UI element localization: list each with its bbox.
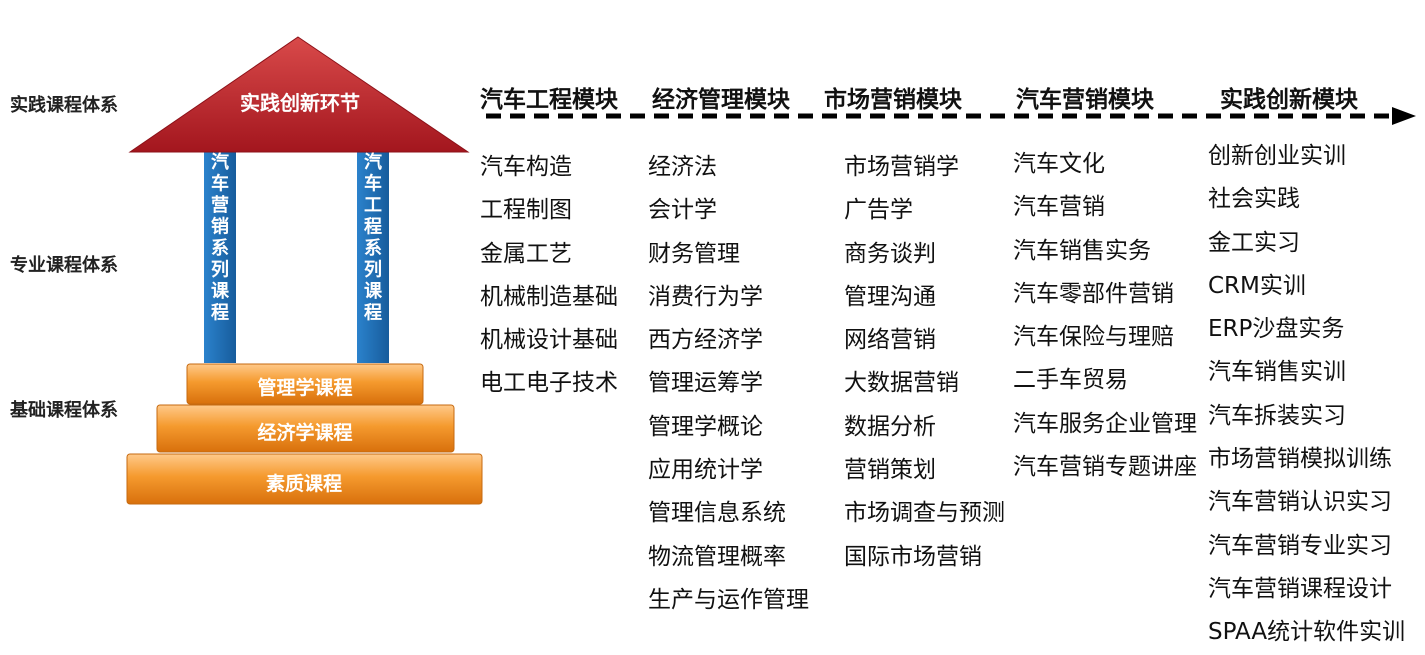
level-label-base: 基础课程体系 <box>10 400 118 421</box>
course-list-marketing: 市场营销学 广告学 商务谈判 管理沟通 网络营销 大数据营销 数据分析 营销策划… <box>844 146 1005 579</box>
course-item: 汽车营销专业实习 <box>1208 532 1392 559</box>
course-item: 营销策划 <box>844 457 936 484</box>
course-item: 汽车零部件营销 <box>1013 280 1174 307</box>
course-item: 工程制图 <box>480 197 572 224</box>
course-list-auto-marketing: 汽车文化 汽车营销 汽车销售实务 汽车零部件营销 汽车保险与理赔 二手车贸易 汽… <box>1013 143 1197 489</box>
course-item: ERP沙盘实务 <box>1208 316 1345 343</box>
course-item: CRM实训 <box>1208 272 1306 299</box>
course-item: 汽车营销认识实习 <box>1208 489 1392 516</box>
course-item: 市场营销模拟训练 <box>1208 446 1392 473</box>
course-item: 物流管理概率 <box>648 543 786 570</box>
course-item: 市场调查与预测 <box>844 500 1005 527</box>
course-item: 国际市场营销 <box>844 543 982 570</box>
course-house-diagram: 汽车营销系列课程 汽车工程系列课程 实践创新环节 管理学课程 经济学课程 素质课… <box>126 36 483 505</box>
course-item: SPAA统计软件实训 <box>1208 619 1406 646</box>
course-item: 市场营销学 <box>844 154 959 180</box>
course-item: 汽车营销专题讲座 <box>1013 454 1197 481</box>
pillar-right <box>357 150 389 363</box>
course-item: 汽车服务企业管理 <box>1013 410 1197 437</box>
roof-label: 实践创新环节 <box>240 91 360 115</box>
step-management <box>186 363 424 405</box>
course-item: 管理信息系统 <box>648 500 786 527</box>
level-label-major: 专业课程体系 <box>10 255 118 276</box>
course-item: 金属工艺 <box>480 240 572 267</box>
course-item: 汽车文化 <box>1013 151 1105 177</box>
module-title-marketing: 市场营销模块 <box>824 87 962 113</box>
course-item: 二手车贸易 <box>1013 367 1128 394</box>
course-item: 机械制造基础 <box>480 283 618 310</box>
course-item: 汽车保险与理赔 <box>1013 324 1174 351</box>
level-label-practice: 实践课程体系 <box>10 95 118 116</box>
pillar-left <box>204 150 236 363</box>
course-item: 机械设计基础 <box>480 327 618 354</box>
course-item: 金工实习 <box>1208 229 1300 256</box>
course-item: 会计学 <box>648 197 717 224</box>
course-item: 汽车营销课程设计 <box>1208 575 1392 602</box>
course-item: 西方经济学 <box>648 327 763 354</box>
step-economics <box>156 404 455 453</box>
module-title-practice-innovation: 实践创新模块 <box>1220 87 1358 113</box>
course-item: 消费行为学 <box>648 283 763 310</box>
course-item: 汽车营销 <box>1013 194 1105 221</box>
step-economics-label: 经济学课程 <box>257 421 352 444</box>
course-item: 数据分析 <box>844 413 936 440</box>
module-title-auto-engineering: 汽车工程模块 <box>480 87 618 113</box>
course-item: 管理学概论 <box>648 413 763 440</box>
step-quality <box>126 453 483 505</box>
course-item: 汽车构造 <box>480 154 572 180</box>
course-item: 应用统计学 <box>648 457 763 484</box>
course-list-econ-management: 经济法 会计学 财务管理 消费行为学 西方经济学 管理运筹学 管理学概论 应用统… <box>648 146 809 622</box>
course-item: 汽车销售实训 <box>1208 359 1346 386</box>
course-item: 创新创业实训 <box>1208 143 1346 169</box>
course-item: 汽车拆装实习 <box>1208 402 1346 429</box>
course-item: 管理沟通 <box>844 283 936 310</box>
module-title-auto-marketing: 汽车营销模块 <box>1016 87 1154 113</box>
course-item: 生产与运作管理 <box>648 586 809 613</box>
course-item: 网络营销 <box>844 327 936 354</box>
pillar-left-label: 汽车营销系列课程 <box>211 151 230 324</box>
course-item: 社会实践 <box>1208 186 1300 213</box>
course-item: 汽车销售实务 <box>1013 237 1151 264</box>
course-item: 经济法 <box>648 154 717 180</box>
course-item: 管理运筹学 <box>648 370 763 397</box>
course-item: 大数据营销 <box>844 370 959 397</box>
course-list-auto-engineering: 汽车构造 工程制图 金属工艺 机械制造基础 机械设计基础 电工电子技术 <box>480 146 618 406</box>
step-quality-label: 素质课程 <box>266 472 342 495</box>
module-title-econ-management: 经济管理模块 <box>652 87 790 113</box>
course-item: 商务谈判 <box>844 240 936 267</box>
course-list-practice-innovation: 创新创业实训 社会实践 金工实习 CRM实训 ERP沙盘实务 汽车销售实训 汽车… <box>1208 135 1405 655</box>
course-item: 电工电子技术 <box>480 370 618 397</box>
pillar-right-label: 汽车工程系列课程 <box>364 151 383 324</box>
step-management-label: 管理学课程 <box>257 376 352 399</box>
timeline-arrow <box>486 107 1416 125</box>
course-item: 广告学 <box>844 197 913 224</box>
roof <box>128 36 470 153</box>
course-item: 财务管理 <box>648 240 740 267</box>
